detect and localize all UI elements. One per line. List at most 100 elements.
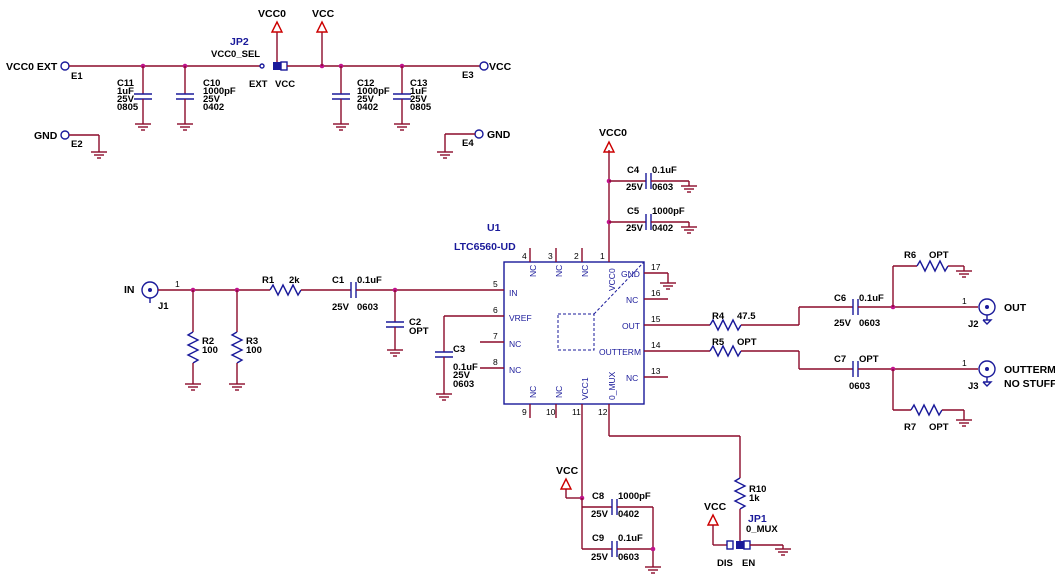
c2-value: OPT	[409, 326, 429, 337]
u1-pin-nc8: NC	[509, 365, 521, 375]
c6-size: 0603	[859, 318, 880, 329]
c12-ref: C12	[357, 78, 374, 89]
r7-ref: R7	[904, 422, 916, 433]
c7-size: 0603	[849, 381, 870, 392]
c8-size: 0402	[618, 509, 639, 520]
r5-ref: R5	[712, 337, 725, 348]
resistor-r7: R7 OPT	[892, 369, 972, 433]
net-label-gnd-left: GND	[34, 130, 58, 142]
u1-pin-16: 16	[651, 288, 661, 298]
net-label-vcc-top: VCC	[312, 8, 335, 20]
terminal-e4: GND E4	[437, 129, 511, 159]
capacitor-c11: C11 1uF 25V 0805	[117, 66, 152, 131]
jp1-ref: JP1	[748, 513, 767, 525]
c1-size: 0603	[357, 302, 378, 313]
r2-value: 100	[202, 345, 218, 356]
c9-size: 0603	[618, 552, 639, 563]
c4-size: 0603	[652, 182, 673, 193]
u1-pin-vcc1: VCC1	[580, 377, 590, 400]
ground-c8-c9	[645, 507, 661, 574]
c9-voltage: 25V	[591, 552, 609, 563]
c13-size: 0805	[410, 102, 432, 113]
c1-value: 0.1uF	[357, 275, 382, 286]
j3-note: NO STUFF	[1004, 378, 1055, 390]
u1-pin-8: 8	[493, 357, 498, 367]
r10-value: 1k	[749, 493, 760, 504]
net-label-vcc-jp1: VCC	[704, 501, 727, 513]
c9-ref: C9	[592, 533, 604, 544]
u1-pin-nc7: NC	[509, 339, 521, 349]
c11-voltage: 25V	[117, 94, 135, 105]
c3-value: 0.1uF	[453, 362, 478, 373]
r3-value: 100	[246, 345, 262, 356]
c12-size: 0402	[357, 102, 378, 113]
u1-pin-11: 11	[572, 407, 581, 417]
c12-value: 1000pF	[357, 86, 390, 97]
j2-net-out: OUT	[1004, 302, 1027, 314]
resistor-r10: R10 1k	[733, 436, 766, 541]
capacitor-c7: C7 OPT 0603	[834, 354, 978, 392]
c8-value: 1000pF	[618, 491, 651, 502]
u1-ref: U1	[487, 222, 501, 234]
c10-value: 1000pF	[203, 86, 236, 97]
jp1-pin-en: EN	[742, 558, 755, 569]
c3-size: 0603	[453, 379, 474, 390]
net-label-gnd-right: GND	[487, 129, 511, 141]
r5-value: OPT	[737, 337, 757, 348]
j3-pin: 1	[962, 358, 967, 368]
r4-value: 47.5	[737, 311, 756, 322]
u1-pin-5: 5	[493, 279, 498, 289]
terminal-e3: VCC E3	[462, 61, 512, 81]
power-vcc-jp1: VCC	[704, 501, 727, 546]
c3-voltage: 25V	[453, 370, 471, 381]
resistor-r6: R6 OPT	[892, 250, 972, 307]
c2-ref: C2	[409, 317, 421, 328]
capacitor-c12: C12 1000pF 25V 0402	[332, 66, 390, 131]
capacitor-c2: C2 OPT	[386, 290, 429, 357]
j3-ref: J3	[968, 381, 979, 392]
net-label-vcc-right: VCC	[489, 61, 512, 73]
u1-pin-6: 6	[493, 305, 498, 315]
r3-ref: R3	[246, 336, 258, 347]
u1-pin-nc3: NC	[554, 265, 564, 277]
jp1-pin-dis: DIS	[717, 558, 733, 569]
power-vcc0-u1: VCC0	[599, 127, 627, 153]
c8-voltage: 25V	[591, 509, 609, 520]
c4-value: 0.1uF	[652, 165, 677, 176]
r1-value: 2k	[289, 275, 300, 286]
net-label-vcc0-top: VCC0	[258, 8, 286, 20]
capacitor-c8: C8 1000pF 25V 0402	[581, 491, 653, 520]
capacitor-c5: C5 1000pF 25V 0402	[609, 206, 697, 234]
jp2-name: VCC0_SEL	[211, 49, 260, 60]
u1-pin-outterm: OUTTERM	[599, 347, 641, 357]
u1-pin-omux: 0_MUX	[607, 371, 617, 400]
j1-ref: J1	[158, 301, 169, 312]
net-label-vcc-c8: VCC	[556, 465, 579, 477]
u1-pin-nc16: NC	[626, 295, 638, 305]
r1-ref: R1	[262, 275, 275, 286]
u1-pin-9: 9	[522, 407, 527, 417]
terminal-label-e4: E4	[462, 138, 474, 149]
c4-voltage: 25V	[626, 182, 644, 193]
u1-part: LTC6560-UD	[454, 241, 516, 253]
r6-value: OPT	[929, 250, 949, 261]
c10-size: 0402	[203, 102, 224, 113]
c13-value: 1uF	[410, 86, 427, 97]
jp2-ref: JP2	[230, 36, 249, 48]
c5-value: 1000pF	[652, 206, 685, 217]
connector-j3: 1 OUTTERM NO STUFF J3	[962, 358, 1055, 392]
u1-pin-15: 15	[651, 314, 661, 324]
u1-pin-3: 3	[548, 251, 553, 261]
u1-pin-nc4: NC	[528, 265, 538, 277]
c13-voltage: 25V	[410, 94, 428, 105]
capacitor-c10: C10 1000pF 25V 0402	[176, 66, 236, 131]
capacitor-c3: C3 0.1uF 25V 0603	[435, 315, 480, 401]
terminal-e1: VCC0 EXT E1	[6, 61, 83, 82]
u1-pin-2: 2	[574, 251, 579, 261]
j2-pin: 1	[962, 296, 967, 306]
u1-pin-13: 13	[651, 366, 661, 376]
u1-pin-nc9: NC	[528, 386, 538, 398]
c13-ref: C13	[410, 78, 427, 89]
